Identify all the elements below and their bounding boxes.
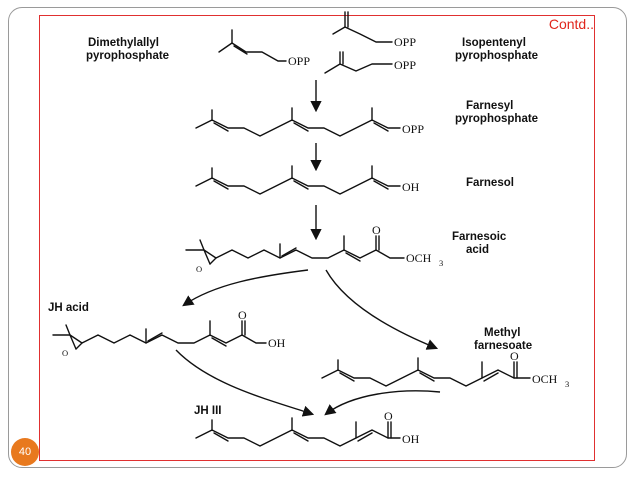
contd-label: Contd..: [548, 16, 594, 32]
farnesyl-structure: OPP: [195, 107, 424, 137]
jh-iii-oh: OH: [402, 432, 420, 446]
farnesyl-label-2: pyrophosphate: [455, 113, 538, 125]
arrow-methyl-farnesoate-to-jh-iii: [324, 390, 441, 416]
isopentenyl-structure-bottom: OPP: [324, 51, 416, 74]
farnesoic-carbonyl-o: O: [372, 223, 381, 237]
farnesoic-label-2: acid: [466, 244, 489, 256]
farnesoic-och3: OCH: [406, 251, 432, 265]
diagram-border: [39, 15, 595, 461]
jh-acid-structure: O O OH: [52, 308, 286, 358]
isopentenyl-label: Isopentenyl: [462, 37, 526, 49]
methyl-farnesoate-och3: OCH: [532, 372, 558, 386]
epoxide-o: O: [196, 264, 202, 274]
ipp-opp-top: OPP: [394, 35, 416, 49]
farnesyl-label: Farnesyl: [466, 100, 513, 112]
dmapp-opp: OPP: [288, 54, 310, 68]
jh-iii-carbonyl-o: O: [384, 409, 393, 423]
dimethylallyl-label-2: pyrophosphate: [86, 50, 169, 62]
dimethylallyl-label: Dimethylallyl: [88, 37, 159, 49]
arrow-to-methyl-farnesoate: [325, 269, 439, 350]
isopentenyl-structure-top: OPP: [332, 11, 416, 49]
farnesol-structure: OH: [195, 165, 420, 195]
jh-iii-label: JH III: [194, 405, 221, 417]
jh-acid-label: JH acid: [48, 302, 89, 314]
methyl-farnesoate-carbonyl-o: O: [510, 349, 519, 363]
jh-acid-epoxide-o: O: [62, 348, 68, 358]
methyl-farnesoate-och3-sub: 3: [565, 379, 569, 389]
methyl-farnesoate-label: Methyl: [484, 327, 520, 339]
farnesoic-label: Farnesoic: [452, 231, 507, 243]
farnesoic-acid-structure: O O OCH 3: [185, 223, 443, 274]
jh-acid-oh: OH: [268, 336, 286, 350]
farnesoic-och3-sub: 3: [439, 258, 443, 268]
jh-iii-structure: O OH: [195, 409, 420, 447]
dimethylallyl-structure: OPP: [218, 29, 310, 68]
jh-acid-carbonyl-o: O: [238, 308, 247, 322]
arrow-jh-acid-to-jh-iii: [175, 349, 315, 417]
farnesol-label: Farnesol: [466, 177, 514, 189]
methyl-farnesoate-label-2: farnesoate: [474, 340, 532, 352]
page-number-badge: 40: [11, 438, 39, 466]
methyl-farnesoate-structure: O OCH 3: [321, 349, 569, 389]
farnesol-oh: OH: [402, 180, 420, 194]
arrow-to-jh-acid: [182, 269, 309, 307]
ipp-opp-bottom: OPP: [394, 58, 416, 72]
fpp-opp: OPP: [402, 122, 424, 136]
isopentenyl-label-2: pyrophosphate: [455, 50, 538, 62]
